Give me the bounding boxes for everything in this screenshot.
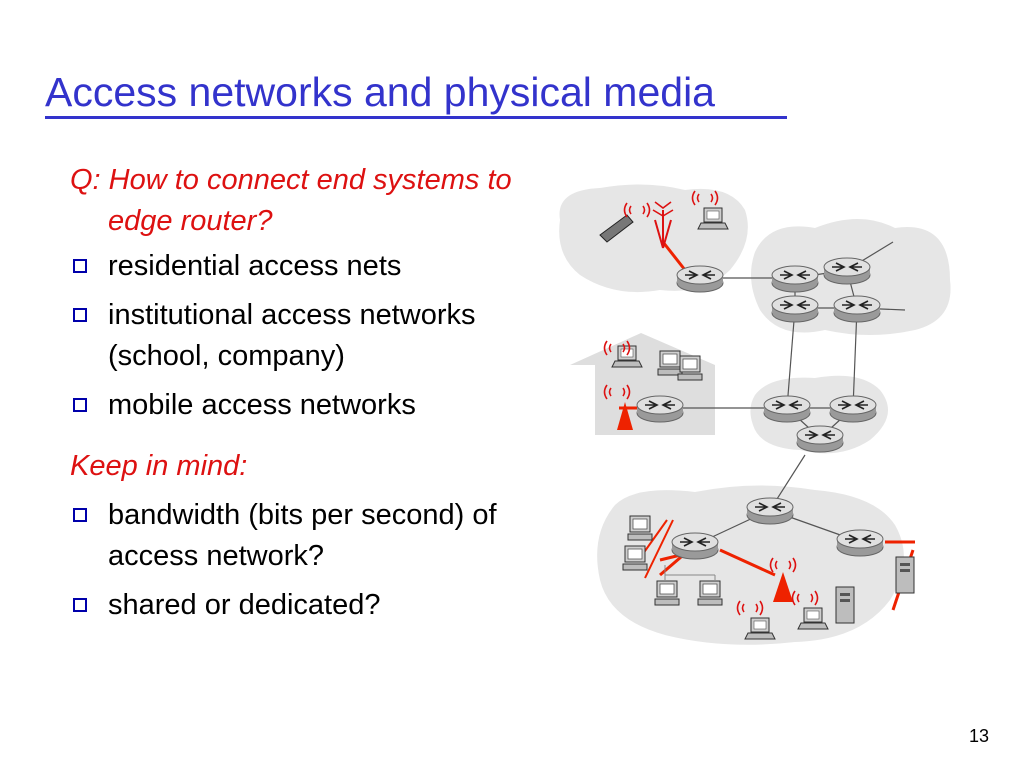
house-wireless-router: [603, 384, 633, 430]
bullet-text: institutional access networks (school, c…: [108, 299, 476, 372]
server-icon: [835, 586, 855, 624]
keep-in-mind-heading: Keep in mind:: [70, 450, 248, 482]
lan-bus: [664, 565, 716, 580]
router-icon: [823, 257, 871, 285]
bullet-box-icon: [73, 598, 87, 612]
bullet-box-icon: [73, 259, 87, 273]
house-icon: [570, 333, 715, 435]
bullet-box-icon: [73, 508, 87, 522]
router-icon: [836, 529, 884, 557]
bullet-text: mobile access networks: [108, 389, 416, 421]
bullet-box-icon: [73, 308, 87, 322]
bullet-mobile: mobile access networks: [70, 385, 530, 426]
router-icon: [829, 395, 877, 423]
router-icon: [676, 265, 724, 293]
bullet-text: residential access nets: [108, 250, 402, 282]
router-icon: [796, 425, 844, 453]
bullet-text: shared or dedicated?: [108, 589, 381, 621]
desktop-computer-icon: [657, 350, 683, 376]
router-icon: [746, 497, 794, 525]
router-icon: [771, 265, 819, 293]
question-text: Q: How to connect end systems to edge ro…: [70, 164, 512, 237]
desktop-computer-icon: [654, 580, 680, 606]
router-icon: [771, 295, 819, 323]
access-bullet-list: residential access nets institutional ac…: [70, 246, 530, 426]
bullet-residential: residential access nets: [70, 246, 530, 287]
router-icon: [671, 532, 719, 560]
title-underline: [45, 116, 787, 119]
bullet-text: bandwidth (bits per second) of access ne…: [108, 499, 497, 572]
bullet-institutional: institutional access networks (school, c…: [70, 295, 530, 377]
server-icon: [895, 556, 915, 594]
router-icon: [763, 395, 811, 423]
wireless-tower-icon: [652, 201, 674, 249]
router-icon: [833, 295, 881, 323]
network-diagram: [559, 184, 951, 645]
slide-title: Access networks and physical media: [45, 69, 715, 115]
cell-phone-icon: [599, 202, 651, 243]
bullet-box-icon: [73, 398, 87, 412]
bullet-shared: shared or dedicated?: [70, 585, 530, 626]
wireless-tower-icon: [769, 557, 797, 602]
router-icon: [636, 395, 684, 423]
text-column: Q: How to connect end systems to edge ro…: [70, 160, 530, 634]
keep-bullet-list: bandwidth (bits per second) of access ne…: [70, 495, 530, 626]
desktop-computer-icon: [627, 515, 653, 541]
desktop-computer-icon: [697, 580, 723, 606]
desktop-computer-icon: [677, 355, 703, 381]
page-number: 13: [968, 726, 989, 746]
desktop-computer-icon: [622, 545, 648, 571]
bullet-bandwidth: bandwidth (bits per second) of access ne…: [70, 495, 530, 577]
mobile-network-cloud: [559, 184, 748, 293]
